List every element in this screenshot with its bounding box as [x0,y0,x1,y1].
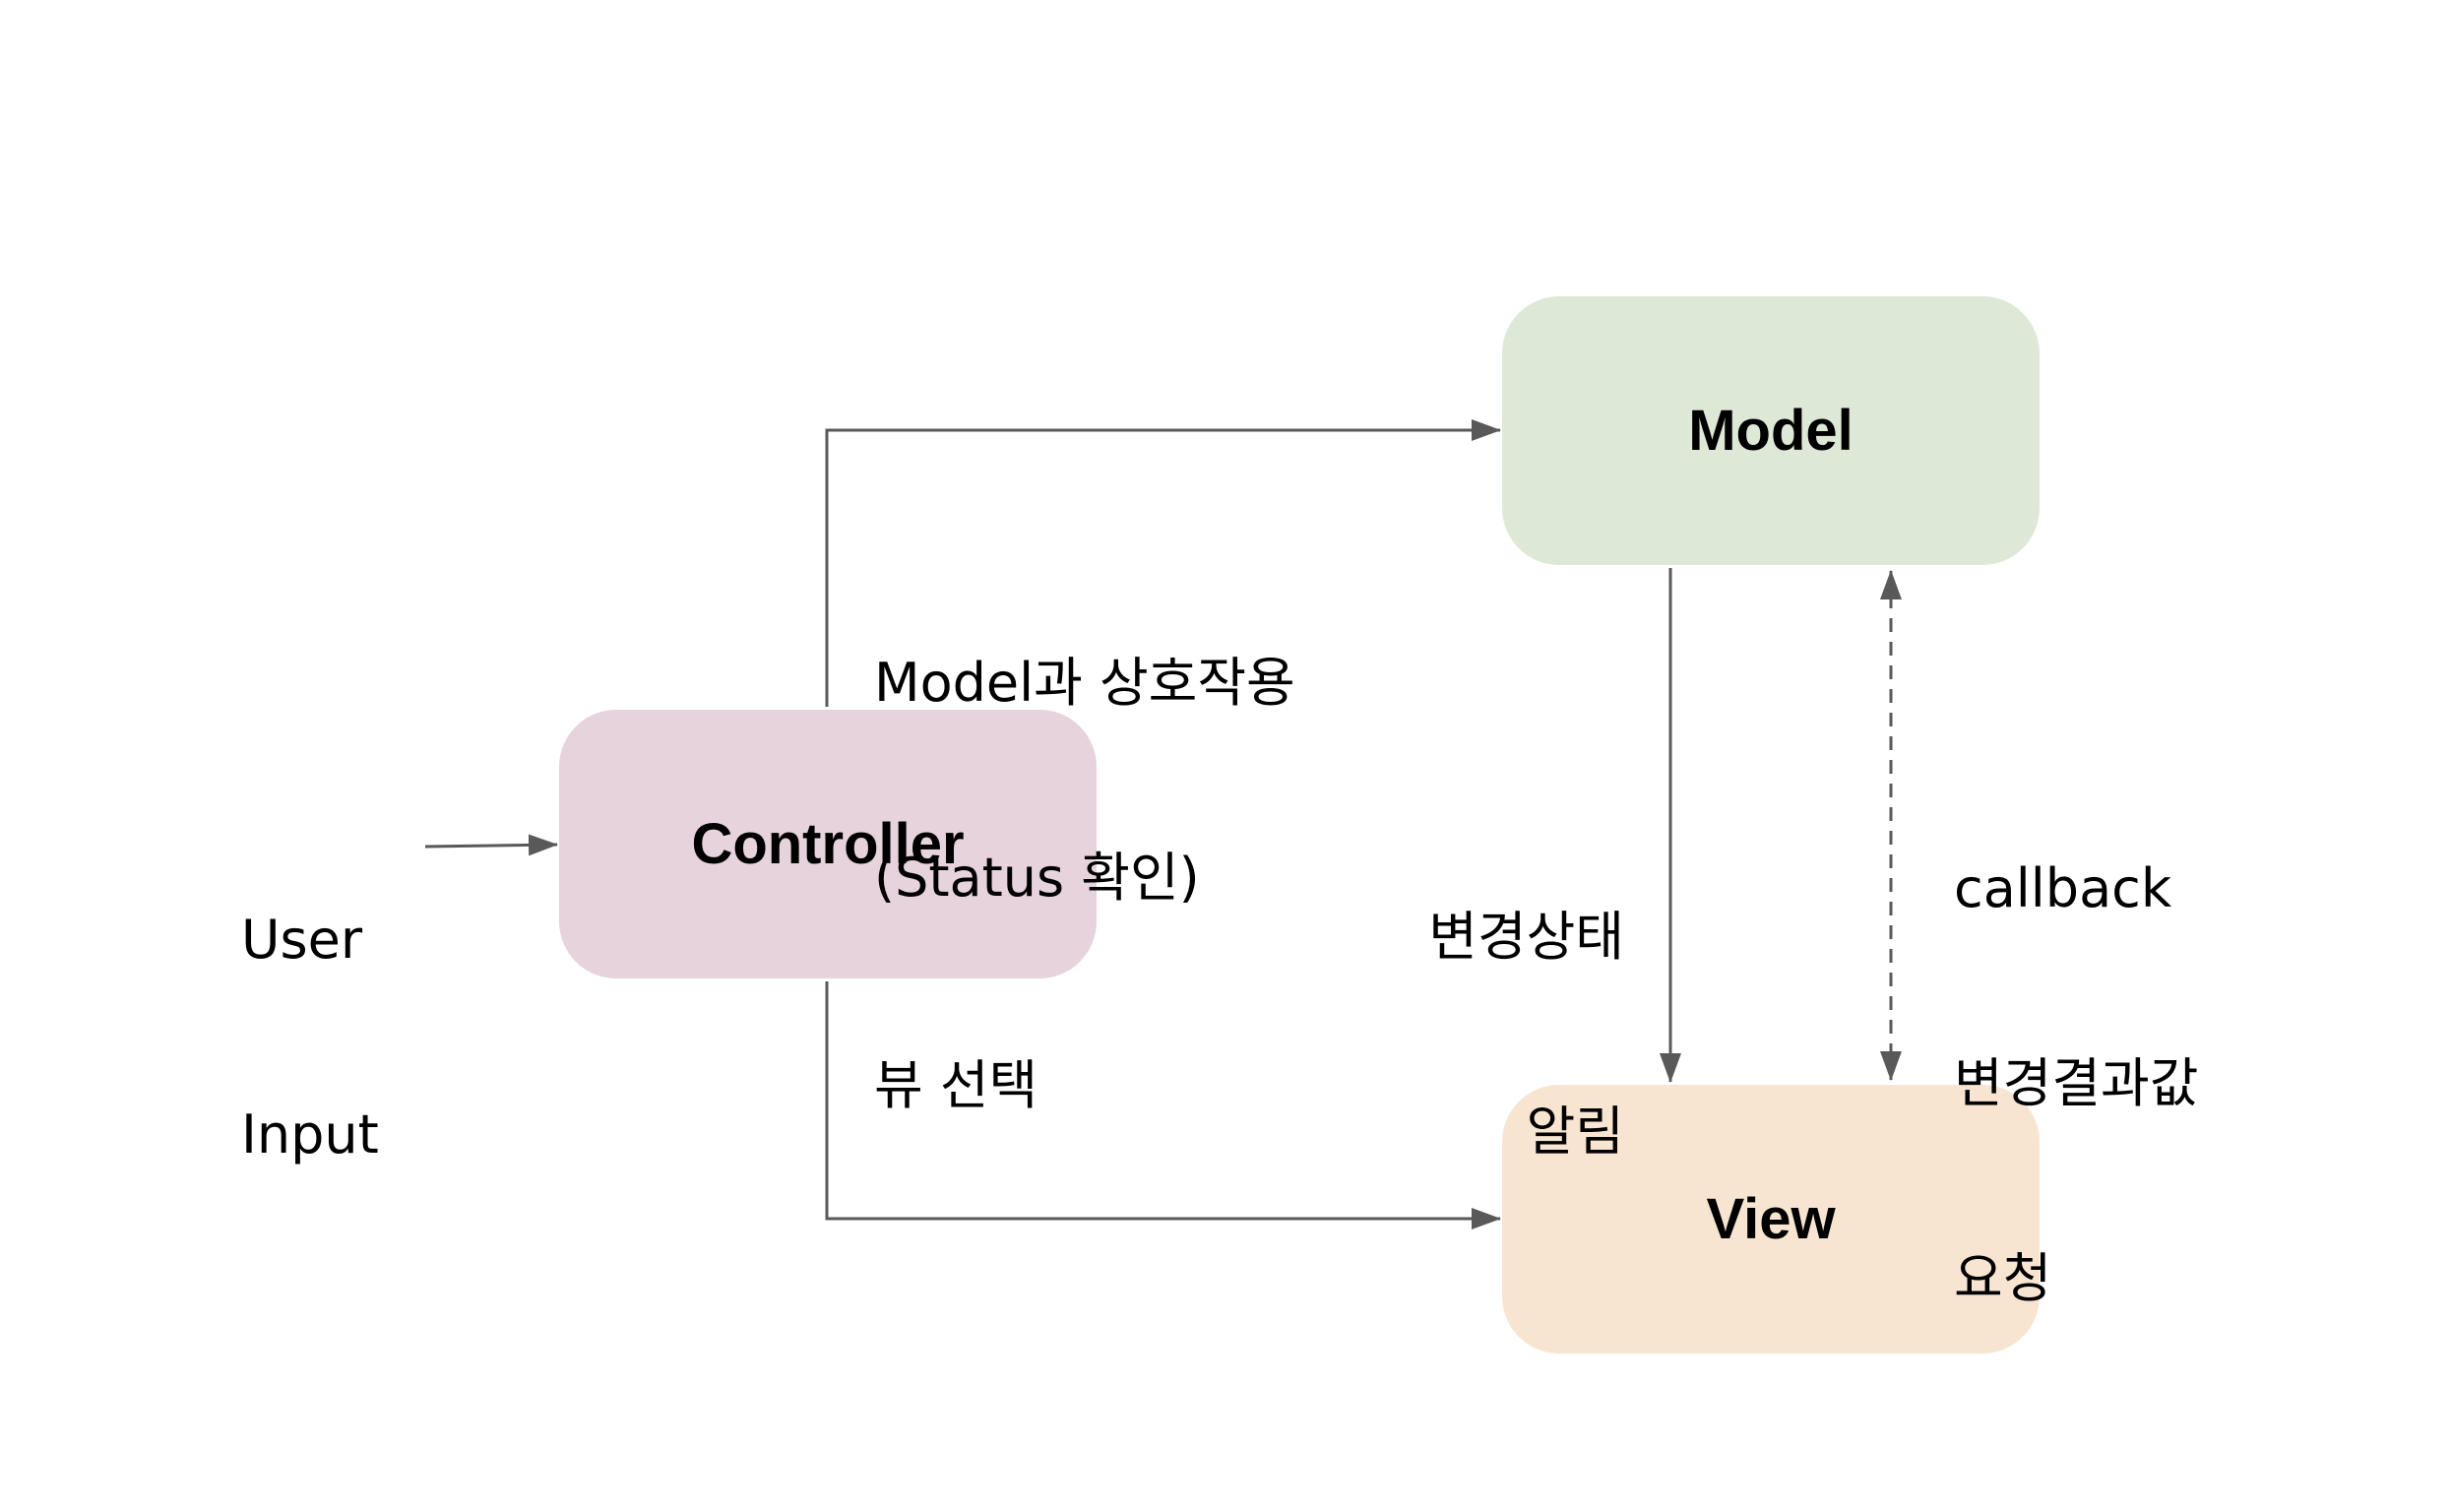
user-input-line2: Input [241,1103,379,1166]
model-interaction-label: Model과 상호작용 (Status 확인) [874,521,1295,976]
arrow-user-to-controller [424,834,558,856]
callback-line2: 변경결과값 [1954,1052,2199,1114]
state-change-label: 변경상태 알림 [1428,775,1624,1229]
model-interaction-line2: (Status 확인) [874,847,1200,909]
state-change-line2: 알림 [1526,1101,1624,1163]
view-select-label: 뷰 선택 [874,1054,1038,1116]
model-node: Model [1502,296,2040,565]
user-input-label: User Input [241,778,379,1232]
controller-title: Controller [691,812,965,876]
callback-line1: callback [1954,857,2172,919]
view-node: View [1502,1085,2040,1354]
user-input-line1: User [241,909,363,971]
callback-label: callback 변경결과값 요청 [1954,726,2198,1376]
state-change-line1: 변경상태 [1428,906,1624,968]
arrow-controller-to-model [825,419,1501,707]
controller-node: Controller [559,710,1097,978]
model-interaction-line1: Model과 상호작용 [874,652,1295,714]
callback-line3: 요청 [1954,1247,2052,1309]
model-title: Model [1688,399,1854,463]
view-title: View [1706,1187,1836,1251]
arrow-controller-to-view [825,981,1501,1229]
